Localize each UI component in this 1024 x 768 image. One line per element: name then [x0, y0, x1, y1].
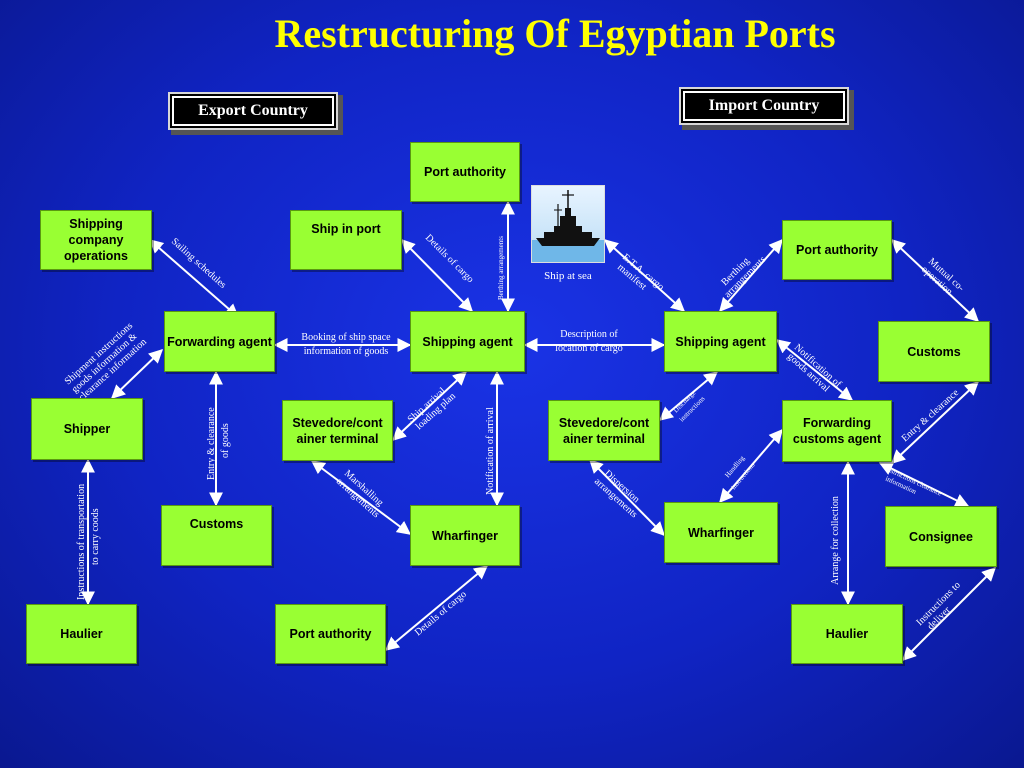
arrow-consignee-haulier — [902, 567, 996, 661]
box-forwarding-agent: Forwarding agent — [164, 311, 275, 372]
box-wharfinger-export: Wharfinger — [410, 505, 520, 566]
arrow-stevedore-wharfinger-imp — [589, 459, 665, 536]
label-booking-line2: information of goods — [304, 346, 389, 357]
label-details-of-cargo-1: Details of cargo — [423, 232, 476, 285]
arrow-customs-forwarding-imp — [890, 381, 980, 464]
arrow-portauth-wharfinger — [384, 565, 489, 651]
label-arrange-for-collection: Arrange for collection — [830, 496, 841, 585]
ship-at-sea-caption: Ship at sea — [544, 270, 592, 282]
box-customs-import: Customs — [878, 321, 990, 382]
box-customs-export: Customs — [161, 505, 272, 566]
arrow-stevedore-shippingagent — [391, 371, 468, 441]
arrow-portauth-imp-shippingagent — [719, 238, 783, 313]
ship-at-sea-image — [531, 185, 605, 263]
label-entry-clearance: Entry & clearance — [900, 387, 962, 444]
label-booking-line1: Booking of ship space — [301, 332, 391, 343]
box-ship-in-port: Ship in port — [290, 210, 402, 270]
box-shipping-company-operations: Shipping company operations — [40, 210, 152, 270]
page-title: Restructuring Of Egyptian Ports — [274, 11, 836, 56]
box-port-authority-center: Port authority — [410, 142, 520, 202]
box-shipping-agent-import: Shipping agent — [664, 311, 777, 372]
arrow-stevedore-wharfinger — [310, 460, 412, 535]
import-country-label: Import Country — [681, 89, 847, 123]
export-country-label: Export Country — [170, 94, 336, 128]
box-haulier-export: Haulier — [26, 604, 137, 664]
label-entry-goods-line2: of goods — [220, 423, 231, 458]
label-description-line2: location of cargo — [555, 343, 623, 354]
label-description-line1: Description of — [560, 329, 618, 340]
arrow-shipping-co-forwarding — [148, 239, 240, 318]
arrow-shipin-shippingagent — [401, 239, 473, 312]
arrow-forwarding-shipper — [110, 349, 164, 399]
box-haulier-import: Haulier — [791, 604, 903, 664]
box-shipping-agent-export: Shipping agent — [410, 311, 525, 372]
box-forwarding-customs-agent: Forwarding customs agent — [782, 400, 892, 462]
box-stevedore-export: Stevedore/cont ainer terminal — [282, 400, 393, 461]
label-instructions-transport-line2: to carry coods — [90, 508, 101, 565]
arrow-forwarding-consignee — [878, 462, 970, 507]
label-berthing-arrangements-1: Berthing arrangements — [497, 236, 505, 300]
box-stevedore-import: Stevedore/cont ainer terminal — [548, 400, 660, 461]
label-entry-goods-line1: Entry & clearance — [206, 407, 217, 480]
arrow-shippingagent-stevedore-imp — [658, 371, 719, 421]
box-consignee: Consignee — [885, 506, 997, 567]
arrow-ship-shippingagent — [603, 239, 686, 312]
box-port-authority-import: Port authority — [782, 220, 892, 280]
box-port-authority-export: Port authority — [275, 604, 386, 664]
arrow-shippingagent-forwarding-imp — [775, 339, 854, 401]
label-instructions-transport-line1: Instructions of transportation — [76, 484, 87, 600]
arrow-forwarding-wharfinger-imp — [719, 428, 783, 504]
arrow-portauth-customs-imp — [890, 239, 980, 322]
box-shipper: Shipper — [31, 398, 143, 460]
label-details-of-cargo-2: Details of cargo — [413, 589, 469, 638]
box-wharfinger-import: Wharfinger — [664, 502, 778, 563]
label-notification-of-arrival: Notification of arrival — [485, 407, 496, 495]
